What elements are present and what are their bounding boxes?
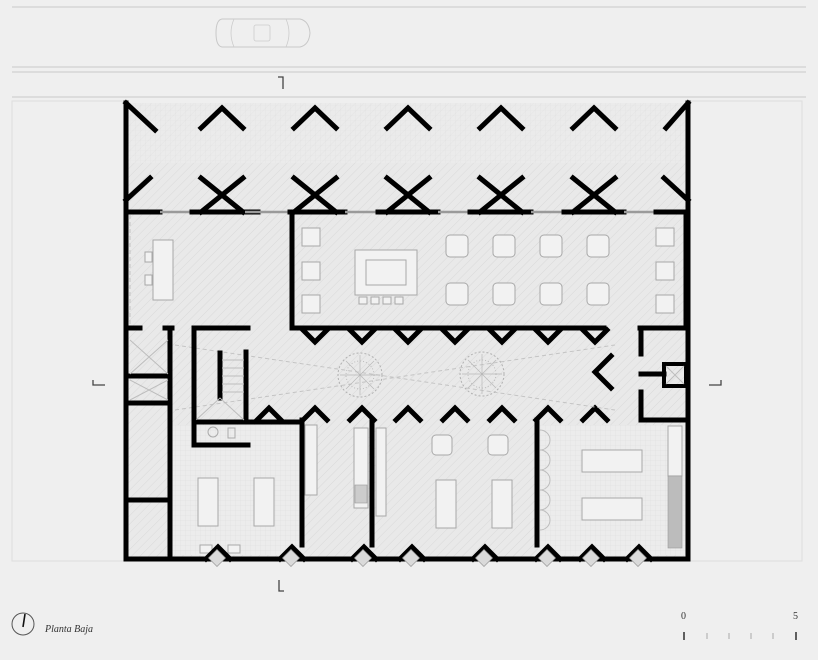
dining-room-east xyxy=(431,417,540,548)
north-arrow-icon xyxy=(11,612,35,636)
west-service-rooms xyxy=(123,325,173,562)
stair-core xyxy=(191,325,303,448)
car-icon xyxy=(215,18,311,48)
kitchen xyxy=(304,417,387,548)
scale-end-label: 5 xyxy=(793,611,798,622)
south-facade-columns xyxy=(202,543,655,567)
dining-room-west xyxy=(197,417,305,554)
round-tables xyxy=(445,234,610,306)
porch-columns xyxy=(122,99,692,216)
courtyard xyxy=(174,344,616,411)
drawing-title: Planta Baja xyxy=(45,624,94,635)
workshop xyxy=(539,425,683,549)
scale-bar xyxy=(683,632,797,640)
bar-island xyxy=(354,249,418,296)
tree-icon xyxy=(459,351,505,397)
neighbor-plot-right xyxy=(689,100,803,562)
neighbor-plot-left xyxy=(11,100,125,562)
section-markers xyxy=(92,76,722,592)
street xyxy=(12,6,806,98)
courtyard-columns xyxy=(253,326,615,424)
main-dining-hall xyxy=(289,209,691,331)
tree-icon xyxy=(337,352,383,398)
scale-start-label: 0 xyxy=(681,611,686,622)
restrooms-east xyxy=(638,326,691,423)
